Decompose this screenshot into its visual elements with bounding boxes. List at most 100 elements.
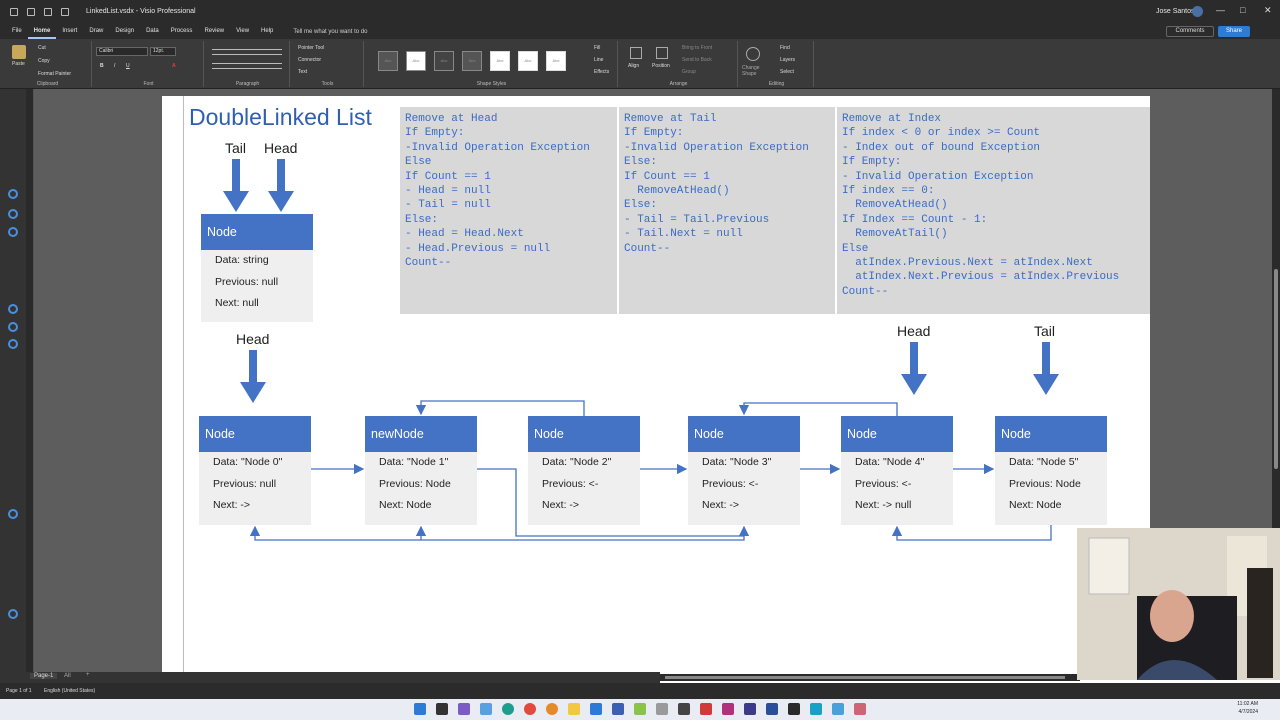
visio-icon[interactable]: [612, 703, 624, 715]
list-node-0[interactable]: Node Data: "Node 0" Previous: null Next:…: [199, 416, 311, 525]
select-button[interactable]: Select: [780, 69, 794, 75]
head-label[interactable]: Head: [264, 140, 298, 156]
tab-design[interactable]: Design: [115, 28, 135, 34]
list-node-5[interactable]: Node Data: "Node 5" Previous: Node Next:…: [995, 416, 1107, 525]
shape-icon[interactable]: [8, 227, 18, 237]
style-swatch-3[interactable]: Abc: [434, 51, 454, 71]
app-icon[interactable]: [656, 703, 668, 715]
app-icon[interactable]: [722, 703, 734, 715]
shape-icon[interactable]: [8, 509, 18, 519]
list-node-4[interactable]: Node Data: "Node 4" Previous: <- Next: -…: [841, 416, 953, 525]
undo-icon[interactable]: [27, 8, 35, 16]
change-shape-icon[interactable]: [746, 47, 760, 61]
clock-time[interactable]: 11:02 AM: [1237, 701, 1258, 707]
position-icon[interactable]: [656, 47, 668, 59]
head-pointer-label[interactable]: Head: [897, 323, 931, 339]
connector-button[interactable]: Connector: [298, 57, 322, 63]
line-button[interactable]: Line: [594, 57, 604, 63]
shape-icon[interactable]: [8, 304, 18, 314]
task-view-icon[interactable]: [436, 703, 448, 715]
fill-button[interactable]: Fill: [594, 45, 601, 51]
copy-button[interactable]: Copy: [38, 58, 50, 64]
add-page-icon[interactable]: +: [86, 672, 90, 678]
terminal-icon[interactable]: [788, 703, 800, 715]
style-swatch-5[interactable]: Abc: [490, 51, 510, 71]
maximize-button[interactable]: □: [1240, 5, 1246, 15]
tab-help[interactable]: Help: [261, 28, 274, 34]
tail-pointer-label[interactable]: Tail: [1034, 323, 1056, 339]
text-tool-button[interactable]: Text: [298, 69, 308, 75]
group-button[interactable]: Group: [682, 69, 696, 75]
list-node-2[interactable]: Node Data: "Node 2" Previous: <- Next: -…: [528, 416, 640, 525]
app-icon[interactable]: [810, 703, 822, 715]
shape-icon[interactable]: [8, 609, 18, 619]
font-size-select[interactable]: 12pt.: [150, 47, 176, 56]
align-icon[interactable]: [630, 47, 642, 59]
scroll-thumb[interactable]: [1274, 269, 1278, 469]
app-icon[interactable]: [678, 703, 690, 715]
layers-button[interactable]: Layers: [780, 57, 796, 63]
app-icon[interactable]: [832, 703, 844, 715]
paste-icon[interactable]: [12, 45, 26, 59]
list-icons[interactable]: [212, 63, 282, 69]
horizontal-scrollbar[interactable]: [660, 674, 1080, 681]
tell-me-search[interactable]: Tell me what you want to do: [293, 28, 368, 35]
page-info[interactable]: Page 1 of 1: [6, 688, 32, 694]
change-shape-button[interactable]: Change Shape: [742, 65, 760, 77]
tab-process[interactable]: Process: [170, 28, 193, 34]
firefox-icon[interactable]: [546, 703, 558, 715]
send-to-back-button[interactable]: Send to Back: [682, 57, 712, 63]
edge-icon[interactable]: [502, 703, 514, 715]
align-button[interactable]: Align: [628, 63, 640, 69]
tab-data[interactable]: Data: [146, 28, 159, 34]
style-swatch-7[interactable]: Abc: [546, 51, 566, 71]
paste-button[interactable]: Paste: [12, 61, 25, 67]
comments-button[interactable]: Comments: [1166, 26, 1214, 37]
tab-file[interactable]: File: [12, 28, 22, 34]
scroll-thumb[interactable]: [665, 676, 1065, 679]
tab-review[interactable]: Review: [204, 28, 225, 34]
bold-icon[interactable]: B: [100, 63, 104, 69]
font-family-select[interactable]: Calibri: [96, 47, 148, 56]
save-icon[interactable]: [10, 8, 18, 16]
chrome-icon[interactable]: [524, 703, 536, 715]
user-name[interactable]: Jose Santos: [1156, 8, 1195, 15]
tab-draw[interactable]: Draw: [89, 28, 104, 34]
all-pages-tab[interactable]: All: [64, 673, 71, 679]
app-icon[interactable]: [854, 703, 866, 715]
clock-date[interactable]: 4/7/2024: [1238, 709, 1258, 715]
position-button[interactable]: Position: [652, 63, 670, 69]
shape-icon[interactable]: [8, 339, 18, 349]
tab-insert[interactable]: Insert: [62, 28, 78, 34]
page-tab[interactable]: Page-1: [30, 673, 58, 679]
close-button[interactable]: ✕: [1264, 5, 1272, 15]
alignment-icons[interactable]: [212, 49, 282, 55]
tail-label[interactable]: Tail: [225, 140, 247, 156]
share-button[interactable]: Share: [1218, 26, 1250, 37]
diagram-title[interactable]: DoubleLinked List: [189, 104, 372, 130]
cut-button[interactable]: Cut: [38, 45, 46, 51]
app-icon[interactable]: [700, 703, 712, 715]
file-explorer-icon[interactable]: [568, 703, 580, 715]
font-color-icon[interactable]: A: [172, 63, 176, 69]
effects-button[interactable]: Effects: [594, 69, 610, 75]
redo-icon[interactable]: [44, 8, 52, 16]
style-swatch-1[interactable]: Abc: [378, 51, 398, 71]
tab-home[interactable]: Home: [27, 24, 57, 39]
avatar[interactable]: [1192, 6, 1203, 17]
style-swatch-4[interactable]: Abc: [462, 51, 482, 71]
pointer-tool-button[interactable]: Pointer Tool: [298, 45, 325, 51]
bring-to-front-button[interactable]: Bring to Front: [682, 45, 713, 51]
list-node-3[interactable]: Node Data: "Node 3" Previous: <- Next: -…: [688, 416, 800, 525]
head-pointer-label[interactable]: Head: [236, 331, 270, 347]
vertical-scrollbar[interactable]: [1272, 89, 1280, 672]
tab-view[interactable]: View: [236, 28, 250, 34]
italic-icon[interactable]: I: [114, 63, 116, 69]
find-button[interactable]: Find: [780, 45, 790, 51]
language-status[interactable]: English (United States): [44, 688, 96, 694]
legend-node[interactable]: Node Data: string Previous: null Next: n…: [201, 214, 313, 322]
style-swatch-6[interactable]: Abc: [518, 51, 538, 71]
